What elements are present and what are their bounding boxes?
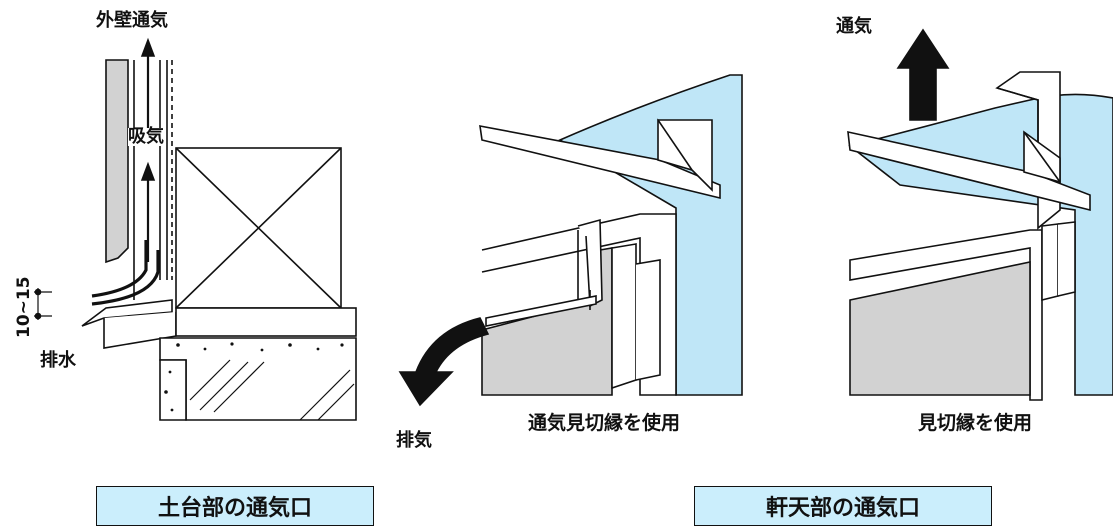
exhaust-label: 排気: [396, 430, 432, 451]
eave-vent-title: 軒天部の通気口: [694, 486, 992, 526]
siding-board: [105, 59, 129, 264]
drainage-label: 排水: [40, 350, 76, 371]
drip-flashing: [81, 299, 173, 327]
concrete-foundation: [159, 337, 357, 421]
eave-vent-illustration: [847, 28, 1113, 401]
trim-caption: 見切縁を使用: [918, 412, 1033, 434]
intake-label: 吸気: [128, 126, 164, 147]
ventilation-label: 通気: [836, 16, 872, 37]
ventilation-arrow: [896, 28, 950, 121]
exhaust-arrow: [398, 317, 490, 407]
foundation-vent-title: 土台部の通気口: [96, 486, 374, 526]
siding-right: [849, 261, 1031, 396]
dimension-label: 10~15: [14, 276, 34, 338]
intake-flow-path: [91, 240, 148, 298]
eave-vent-trim-illustration: [398, 74, 743, 407]
vented-trim-caption: 通気見切縁を使用: [528, 412, 681, 434]
foundation-vent-section: [34, 37, 357, 421]
wall-ventilation-label: 外壁通気: [96, 10, 168, 31]
